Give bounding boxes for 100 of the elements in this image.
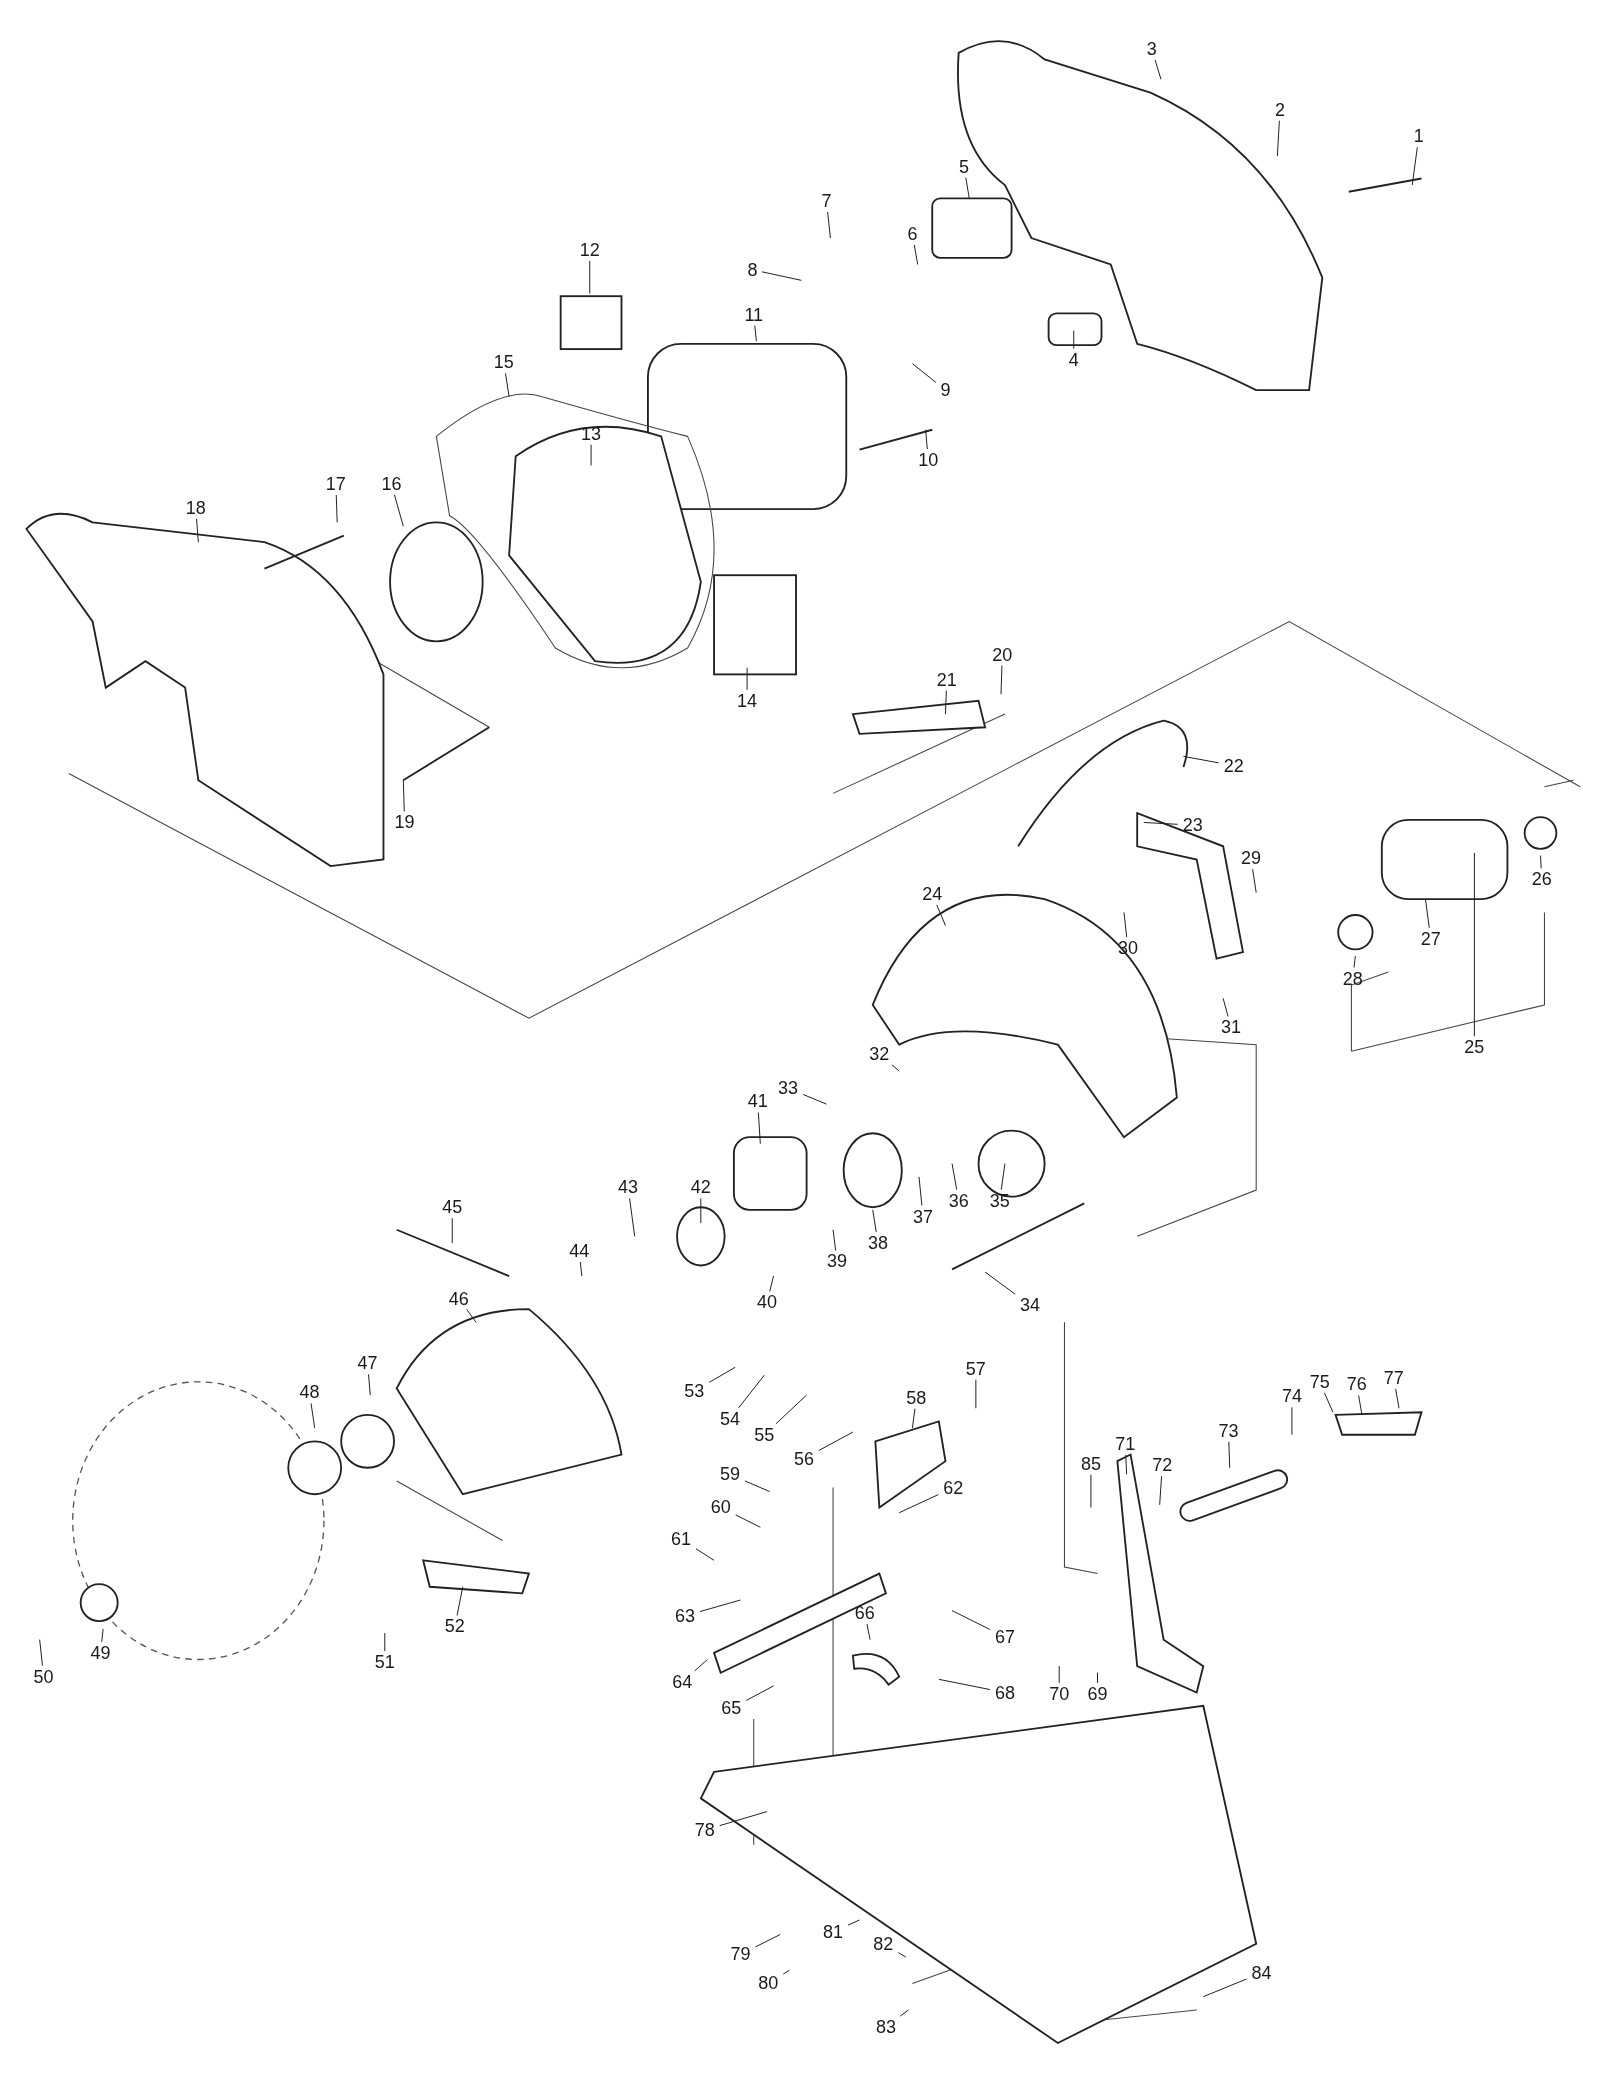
callout-number: 20 [991, 643, 1014, 666]
callout-number: 47 [356, 1352, 379, 1375]
leader-line [745, 1685, 775, 1701]
callout-number: 53 [683, 1380, 706, 1403]
callout-number: 61 [669, 1528, 692, 1551]
callout-number: 17 [324, 472, 347, 495]
callout-number: 81 [822, 1920, 845, 1943]
callout-number: 65 [720, 1697, 743, 1720]
leader-line [1252, 868, 1257, 894]
leader-line [1353, 955, 1356, 968]
leader-line [394, 494, 404, 527]
callout-number: 41 [746, 1090, 769, 1113]
leader-line [719, 1811, 768, 1827]
leader-line [832, 1229, 837, 1251]
leader-line [761, 271, 802, 281]
callout-number: 77 [1382, 1366, 1405, 1389]
leader-line [466, 1309, 477, 1323]
leader-line [1358, 1394, 1363, 1416]
callout-number: 56 [792, 1447, 815, 1470]
leader-line [368, 1373, 371, 1396]
leader-line [1424, 898, 1430, 929]
leader-line [579, 1261, 583, 1277]
leader-line [1090, 1474, 1092, 1508]
callout-number: 76 [1345, 1373, 1368, 1396]
callout-number: 8 [746, 258, 759, 281]
leader-line [746, 667, 748, 691]
callout-number: 22 [1222, 754, 1245, 777]
leader-line [695, 1548, 715, 1561]
leader-line [775, 1394, 808, 1425]
callout-number: 72 [1151, 1454, 1174, 1477]
callout-number: 82 [872, 1932, 895, 1955]
callout-number: 67 [993, 1626, 1016, 1648]
leader-line [335, 494, 338, 523]
leader-line [951, 1610, 991, 1630]
leader-line [872, 1209, 877, 1233]
leader-line [744, 1480, 771, 1493]
callout-number: 83 [874, 2016, 897, 2039]
callout-number: 73 [1217, 1419, 1240, 1442]
leader-line [1323, 1392, 1334, 1413]
leader-line [802, 1093, 827, 1105]
callout-number: 79 [729, 1943, 752, 1966]
leader-line [1000, 1163, 1006, 1191]
callout-number: 66 [853, 1602, 876, 1625]
callout-number: 13 [580, 422, 603, 445]
leader-line [1291, 1406, 1293, 1436]
leader-line [913, 244, 919, 265]
callout-number: 3 [1145, 37, 1158, 60]
callout-number: 57 [964, 1357, 987, 1380]
callout-number: 40 [755, 1291, 778, 1314]
leader-line [944, 690, 947, 715]
leader-line [590, 444, 592, 466]
leader-line [196, 518, 199, 543]
callout-number: 37 [911, 1205, 934, 1228]
leader-line [925, 429, 928, 450]
leader-line [1182, 755, 1220, 764]
leader-line [505, 372, 510, 398]
callout-number: 75 [1308, 1370, 1331, 1393]
leader-line [1202, 1978, 1247, 1998]
callout-number: 45 [441, 1196, 464, 1219]
leader-line [310, 1402, 316, 1429]
callout-number: 2 [1274, 98, 1286, 121]
callout-number: 68 [993, 1681, 1016, 1704]
callout-number: 52 [443, 1615, 466, 1638]
callout-number: 74 [1280, 1385, 1303, 1408]
callout-number: 63 [673, 1604, 696, 1627]
leader-line [782, 1969, 790, 1975]
leader-line [1154, 59, 1162, 80]
callout-number: 9 [939, 379, 952, 402]
leader-line [866, 1623, 871, 1641]
leader-line [699, 1599, 741, 1613]
leader-line [1411, 146, 1418, 186]
callout-number: 5 [957, 155, 970, 178]
leader-line [456, 1586, 464, 1616]
callout-number: 84 [1250, 1961, 1273, 1984]
callout-number: 19 [393, 811, 416, 834]
leader-line [1073, 330, 1075, 350]
leader-line [1058, 1665, 1060, 1684]
leader-line [39, 1639, 43, 1667]
callout-number: 21 [935, 668, 958, 691]
callout-number: 18 [184, 496, 207, 519]
leader-line [700, 1197, 702, 1224]
callout-number: 27 [1419, 927, 1442, 950]
leader-line [938, 1678, 991, 1691]
leader-line [951, 1163, 958, 1191]
leader-line [1540, 855, 1542, 869]
leader-line [911, 363, 937, 383]
callout-number: 36 [947, 1189, 970, 1212]
leader-line [735, 1514, 761, 1528]
leader-line [402, 779, 405, 812]
leader-line [827, 211, 831, 239]
callout-number: 32 [868, 1042, 891, 1065]
leader-line [101, 1628, 104, 1643]
callout-number: 58 [905, 1386, 928, 1409]
leader-line [1123, 911, 1128, 938]
callout-number: 44 [568, 1239, 591, 1262]
leader-line [847, 1919, 860, 1926]
leader-line [629, 1197, 636, 1237]
callout-number: 39 [826, 1250, 849, 1273]
leader-line [818, 1431, 854, 1451]
leader-line [1473, 852, 1475, 1037]
